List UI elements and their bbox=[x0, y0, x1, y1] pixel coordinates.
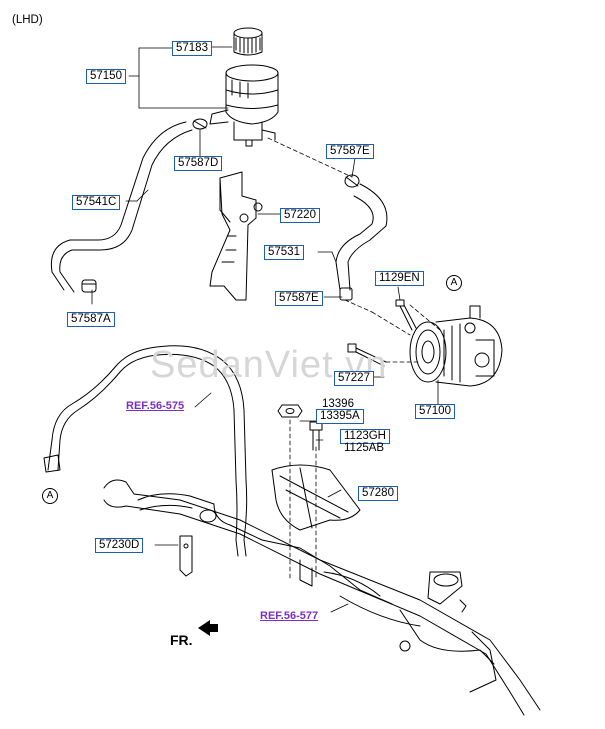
part-57531[interactable]: 57531 bbox=[264, 245, 304, 260]
part-1129en[interactable]: 1129EN bbox=[375, 271, 424, 286]
clamp-57587e-top bbox=[344, 174, 360, 188]
part-57183[interactable]: 57183 bbox=[172, 41, 212, 56]
connector-mark-a-right: A bbox=[446, 275, 462, 291]
connector-mark-a-left: A bbox=[42, 488, 58, 504]
clamp-57587a bbox=[81, 279, 97, 293]
pressure-hose bbox=[43, 345, 248, 557]
bolt-1129en bbox=[395, 299, 417, 331]
reservoir-cap bbox=[233, 27, 263, 56]
bolt-57227 bbox=[347, 343, 387, 367]
part-1125ab[interactable]: 1125AB bbox=[344, 442, 385, 454]
part-57587d[interactable]: 57587D bbox=[174, 156, 223, 171]
part-13395a[interactable]: 13395A bbox=[316, 409, 364, 424]
fluid-reservoir bbox=[209, 64, 279, 147]
steering-gear-box bbox=[103, 479, 541, 716]
part-57541c[interactable]: 57541C bbox=[72, 195, 121, 210]
leader-lines bbox=[91, 46, 439, 613]
suction-hose bbox=[335, 183, 388, 291]
part-57587e-mid[interactable]: 57587E bbox=[275, 291, 323, 306]
part-57150[interactable]: 57150 bbox=[86, 69, 126, 84]
variant-label: (LHD) bbox=[12, 14, 43, 26]
power-steering-pump bbox=[409, 305, 503, 387]
bracket-57230d bbox=[179, 535, 193, 577]
part-1123gh[interactable]: 1123GH bbox=[340, 429, 390, 444]
ref-56-575-link[interactable]: REF.56-575 bbox=[126, 400, 185, 412]
reservoir-bracket bbox=[209, 171, 263, 301]
assembly-dashed-lines bbox=[267, 137, 441, 581]
part-57100[interactable]: 57100 bbox=[415, 404, 455, 419]
return-hose bbox=[50, 121, 193, 293]
part-57227[interactable]: 57227 bbox=[334, 371, 374, 386]
front-direction-arrow bbox=[198, 620, 218, 636]
part-57230d[interactable]: 57230D bbox=[95, 538, 144, 553]
clamp-57587d bbox=[192, 118, 208, 130]
part-57220[interactable]: 57220 bbox=[280, 208, 320, 223]
ref-56-577-link[interactable]: REF.56-577 bbox=[260, 610, 319, 622]
clamp-57587e-mid bbox=[339, 287, 353, 301]
part-13396[interactable]: 13396 bbox=[322, 398, 354, 410]
part-57587a[interactable]: 57587A bbox=[67, 312, 115, 327]
front-direction-label: FR. bbox=[170, 632, 193, 648]
nut-13396 bbox=[277, 404, 303, 418]
heat-shield bbox=[271, 464, 361, 531]
part-57280[interactable]: 57280 bbox=[358, 486, 398, 501]
bolt-1123gh bbox=[309, 421, 323, 451]
part-57587e-top[interactable]: 57587E bbox=[326, 144, 374, 159]
